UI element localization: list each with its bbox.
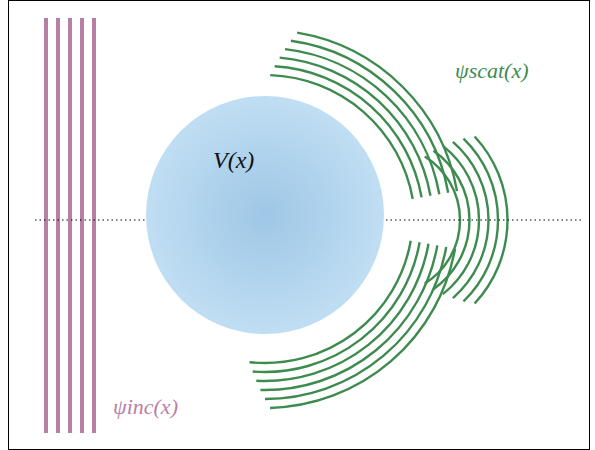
potential-circle (145, 95, 385, 335)
wave-label: ψinc(x) (113, 394, 178, 420)
wave-label: ψscat(x) (455, 58, 529, 84)
wavefront-arc (433, 151, 469, 289)
wavefront-arc (475, 136, 508, 303)
potential-region: V(x) (145, 95, 385, 335)
potential-label: V(x) (213, 147, 254, 174)
